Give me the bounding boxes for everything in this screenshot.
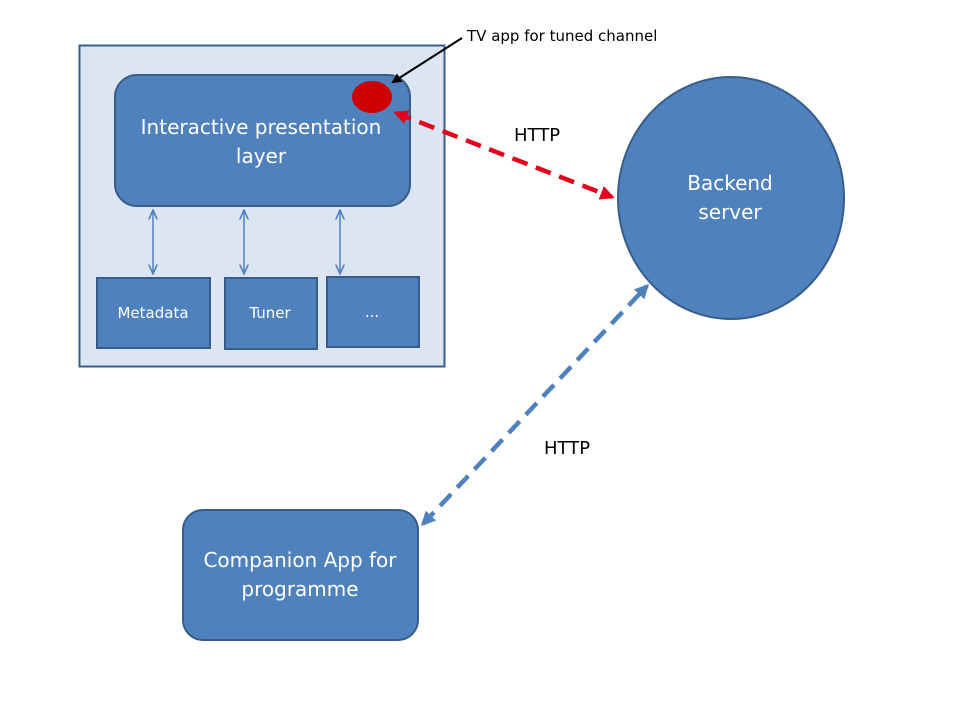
tuner-module-box: [224, 277, 318, 350]
tuner-module-label: Tuner: [248, 304, 291, 322]
companion-backend-http-link: [421, 283, 649, 527]
metadata-module-box: [96, 277, 211, 349]
tv-app-dot: [350, 79, 394, 115]
other-module-box: [326, 276, 420, 348]
backend-server-label-line2: server: [698, 200, 762, 224]
companion-backend-http-label: HTTP: [544, 438, 590, 459]
tv-app-annotation-label: TV app for tuned channel: [466, 27, 657, 45]
backend-server-node: [617, 76, 845, 320]
tv-backend-http-link: [393, 110, 615, 200]
tv-app-annotation-arrow: [391, 37, 463, 84]
companion-app-box: [182, 509, 419, 641]
companion-app-label: Companion App for: [203, 548, 397, 572]
companion-app-label-line2: programme: [241, 577, 358, 601]
presentation-layer-label: Interactive presentation: [141, 115, 382, 139]
other-module-label: ...: [365, 303, 379, 321]
tv-backend-http-label: HTTP: [514, 125, 560, 146]
metadata-module-label: Metadata: [117, 304, 188, 322]
presentation-layer-label-line2: layer: [236, 144, 287, 168]
backend-server-label: Backend: [687, 171, 773, 195]
